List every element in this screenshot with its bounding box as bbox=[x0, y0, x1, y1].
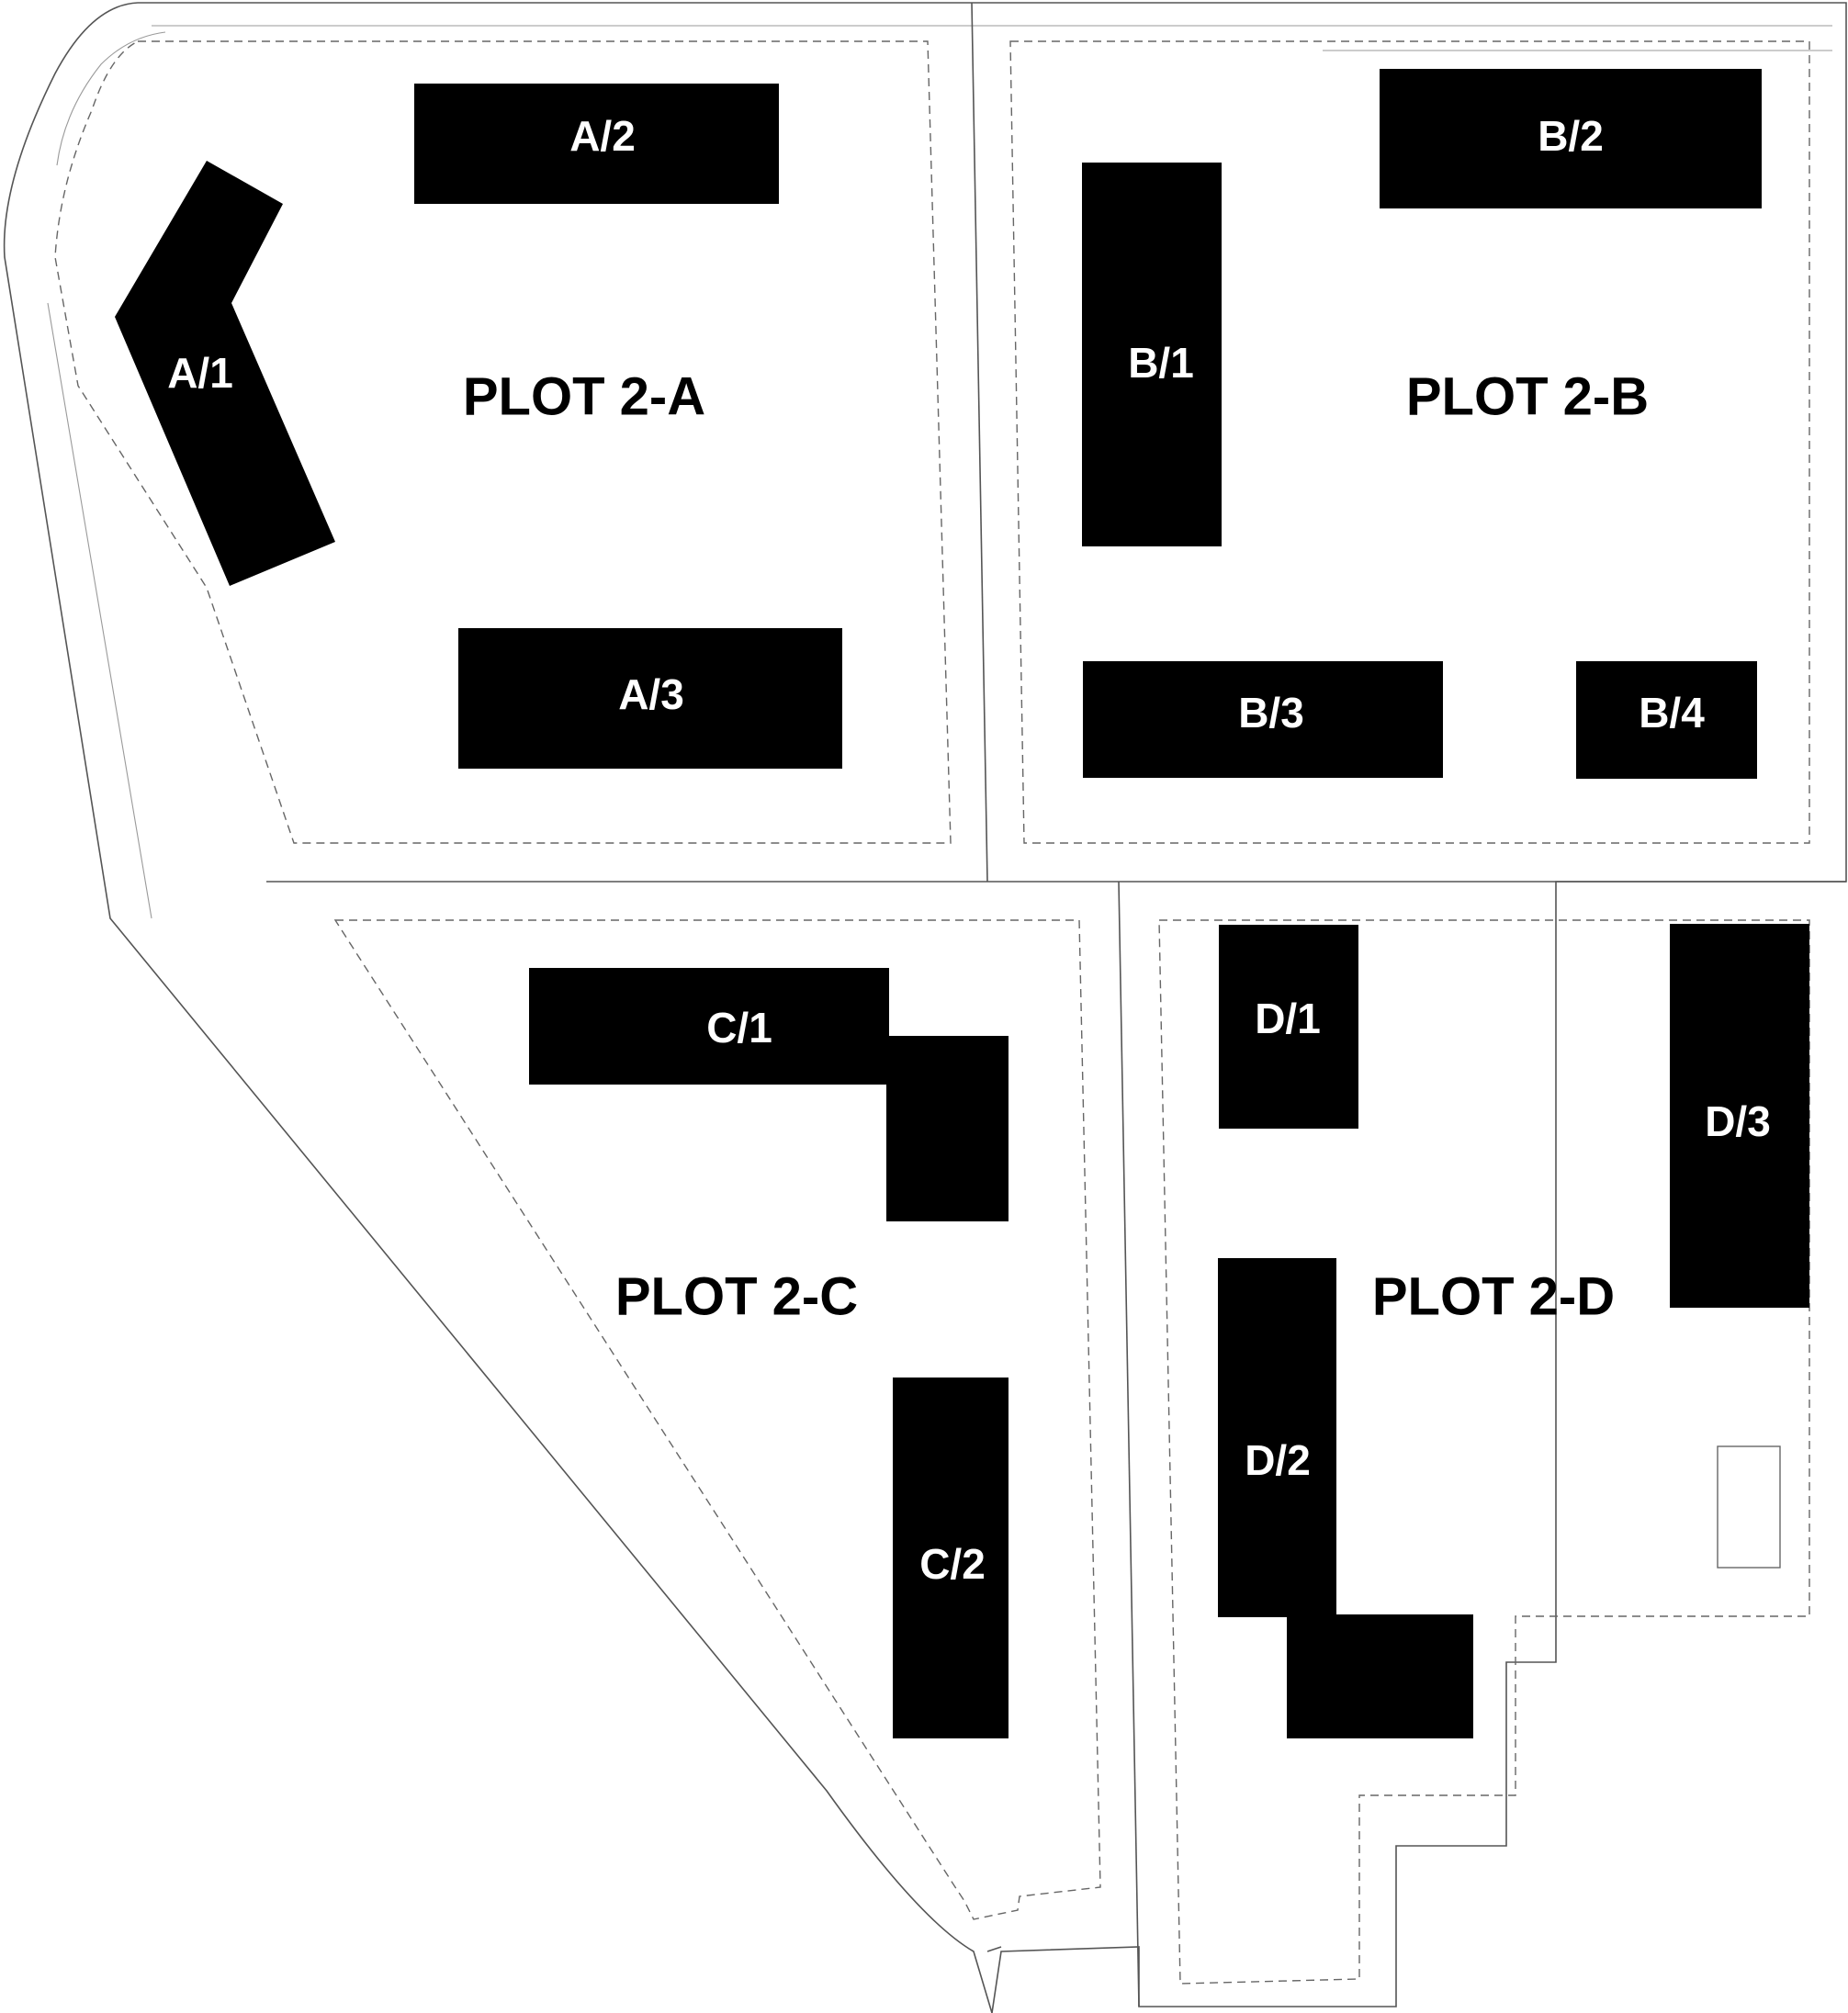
building-b2[interactable] bbox=[1380, 69, 1762, 208]
plot-2c-label: PLOT 2-C bbox=[615, 1266, 858, 1326]
plot-divider-c-d bbox=[1118, 881, 1140, 2007]
building-a2[interactable] bbox=[414, 84, 779, 204]
plot-2b-label: PLOT 2-B bbox=[1406, 366, 1649, 426]
setback-plot-2b bbox=[1009, 40, 1810, 844]
plot-2a-label: PLOT 2-A bbox=[463, 366, 705, 426]
building-b3-label: B/3 bbox=[1238, 689, 1304, 737]
setback-plot-2c bbox=[333, 919, 1101, 1920]
building-d3-label: D/3 bbox=[1705, 1097, 1771, 1145]
building-c2-label: C/2 bbox=[919, 1540, 986, 1588]
building-b1-label: B/1 bbox=[1128, 339, 1194, 387]
building-b3[interactable] bbox=[1083, 661, 1443, 778]
building-d1-label: D/1 bbox=[1255, 995, 1321, 1042]
site-boundary bbox=[3, 2, 1847, 2013]
plot-2d-label: PLOT 2-D bbox=[1372, 1266, 1615, 1326]
site-boundary-inner-line bbox=[47, 25, 1832, 919]
building-b4-label: B/4 bbox=[1639, 689, 1705, 737]
building-a1-label: A/1 bbox=[167, 349, 233, 397]
building-c1-label: C/1 bbox=[706, 1004, 772, 1051]
small-structure-outline bbox=[1717, 1445, 1781, 1569]
plot-divider-a-b bbox=[971, 2, 988, 883]
building-b1[interactable] bbox=[1082, 163, 1222, 546]
building-d3[interactable] bbox=[1670, 924, 1809, 1308]
building-a3[interactable] bbox=[458, 628, 842, 769]
building-c2[interactable] bbox=[893, 1378, 1009, 1738]
building-d2-label: D/2 bbox=[1245, 1436, 1311, 1484]
building-b4[interactable] bbox=[1576, 661, 1757, 779]
plot-c-bottom-edge bbox=[986, 1946, 1002, 1952]
building-b2-label: B/2 bbox=[1538, 112, 1604, 160]
building-a3-label: A/3 bbox=[618, 670, 684, 718]
setback-plot-2a bbox=[54, 40, 952, 844]
building-a2-label: A/2 bbox=[569, 112, 636, 160]
building-c1[interactable] bbox=[529, 968, 1009, 1221]
building-d2[interactable] bbox=[1218, 1258, 1473, 1738]
building-d1[interactable] bbox=[1219, 925, 1358, 1129]
building-a1[interactable] bbox=[115, 161, 335, 586]
